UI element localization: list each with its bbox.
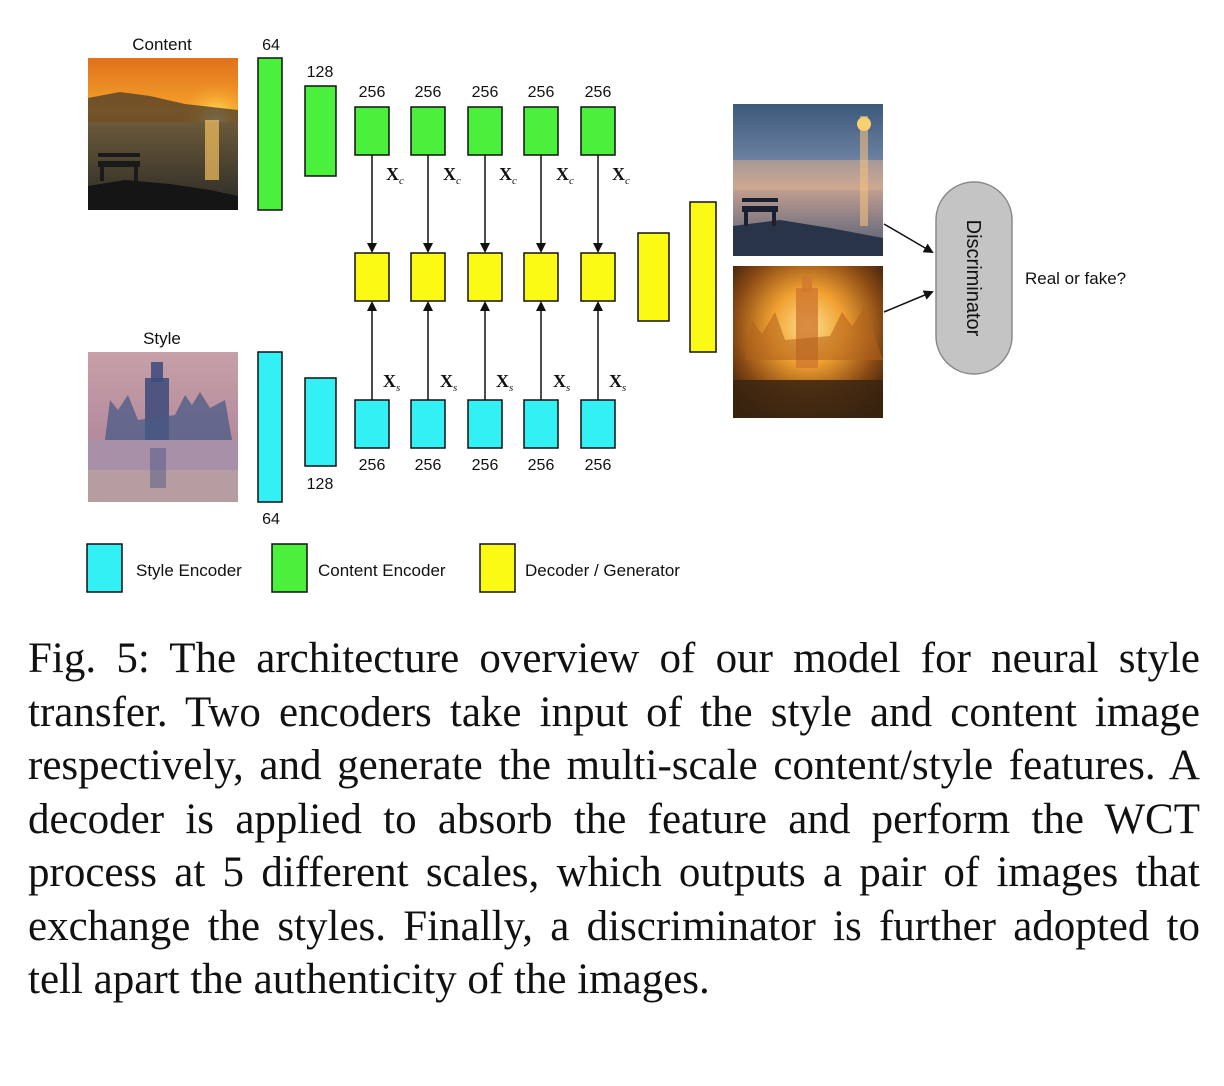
style-label: Style: [143, 329, 181, 348]
style-encoder-layer: [467, 399, 503, 449]
xc-label: Xc: [499, 164, 517, 187]
content-dim-label: 256: [528, 84, 555, 101]
content-label: Content: [132, 35, 192, 54]
style-feature-arrows: [367, 301, 603, 400]
style-dim-label: 256: [528, 457, 555, 474]
output-to-discriminator-arrow: [883, 290, 934, 313]
content-dim-label: 256: [415, 84, 442, 101]
output-to-discriminator-arrow: [883, 223, 934, 254]
xs-label: Xs: [496, 371, 513, 394]
legend-swatch-decoder: [479, 543, 516, 593]
style-dim-label: 256: [585, 457, 612, 474]
architecture-diagram: Content Style 64 128 256 256 256: [86, 35, 1126, 593]
content-encoder-layer: [304, 85, 337, 177]
content-encoder-layer: [410, 106, 446, 156]
content-encoder-layer: [257, 57, 283, 211]
discriminator: Discriminator: [935, 181, 1013, 375]
content-dim-label: 128: [307, 64, 334, 81]
legend-content-encoder: Content Encoder: [318, 561, 446, 580]
decoder-block: [580, 252, 616, 302]
xs-label: Xs: [553, 371, 570, 394]
legend-swatch-content-encoder: [271, 543, 308, 593]
style-encoder-layer: [304, 377, 337, 467]
decoder-upsample-block: [637, 232, 670, 322]
style-encoder: [257, 351, 616, 503]
content-encoder-layer: [354, 106, 390, 156]
content-dim-label: 256: [585, 84, 612, 101]
style-encoder-layer: [410, 399, 446, 449]
decoder-block: [467, 252, 503, 302]
output-image-stylized-content: [733, 104, 883, 256]
style-dim-label: 256: [359, 457, 386, 474]
style-encoder-layer: [354, 399, 390, 449]
xs-label: Xs: [609, 371, 626, 394]
content-dim-label: 256: [359, 84, 386, 101]
figure-caption: Fig. 5: The architecture overview of our…: [28, 635, 1200, 1003]
style-image: [88, 352, 238, 502]
xc-label: Xc: [443, 164, 461, 187]
style-dim-label: 64: [262, 511, 280, 528]
decoder-output-block: [689, 201, 717, 353]
xc-label: Xc: [612, 164, 630, 187]
content-encoder-layer: [467, 106, 503, 156]
content-dim-label: 256: [472, 84, 499, 101]
real-or-fake-label: Real or fake?: [1025, 269, 1126, 288]
content-feature-arrows: [367, 155, 603, 253]
decoder: [354, 201, 717, 353]
xc-label: Xc: [386, 164, 404, 187]
style-dim-label: 256: [472, 457, 499, 474]
discriminator-label: Discriminator: [962, 220, 984, 337]
xs-label: Xs: [383, 371, 400, 394]
decoder-block: [523, 252, 559, 302]
decoder-block: [354, 252, 390, 302]
style-encoder-layer: [580, 399, 616, 449]
style-dim-label: 256: [415, 457, 442, 474]
decoder-block: [410, 252, 446, 302]
output-image-stylized-style: [733, 266, 883, 418]
legend-swatch-style-encoder: [86, 543, 123, 593]
style-dim-label: 128: [307, 476, 334, 493]
legend: Style Encoder Content Encoder Decoder / …: [86, 543, 680, 593]
content-encoder-layer: [580, 106, 616, 156]
content-encoder-layer: [523, 106, 559, 156]
xs-label: Xs: [440, 371, 457, 394]
style-encoder-layer: [257, 351, 283, 503]
content-encoder: [257, 57, 616, 211]
style-encoder-layer: [523, 399, 559, 449]
content-image: [88, 58, 238, 210]
content-dim-label: 64: [262, 37, 280, 54]
xc-label: Xc: [556, 164, 574, 187]
legend-style-encoder: Style Encoder: [136, 561, 242, 580]
legend-decoder: Decoder / Generator: [525, 561, 680, 580]
